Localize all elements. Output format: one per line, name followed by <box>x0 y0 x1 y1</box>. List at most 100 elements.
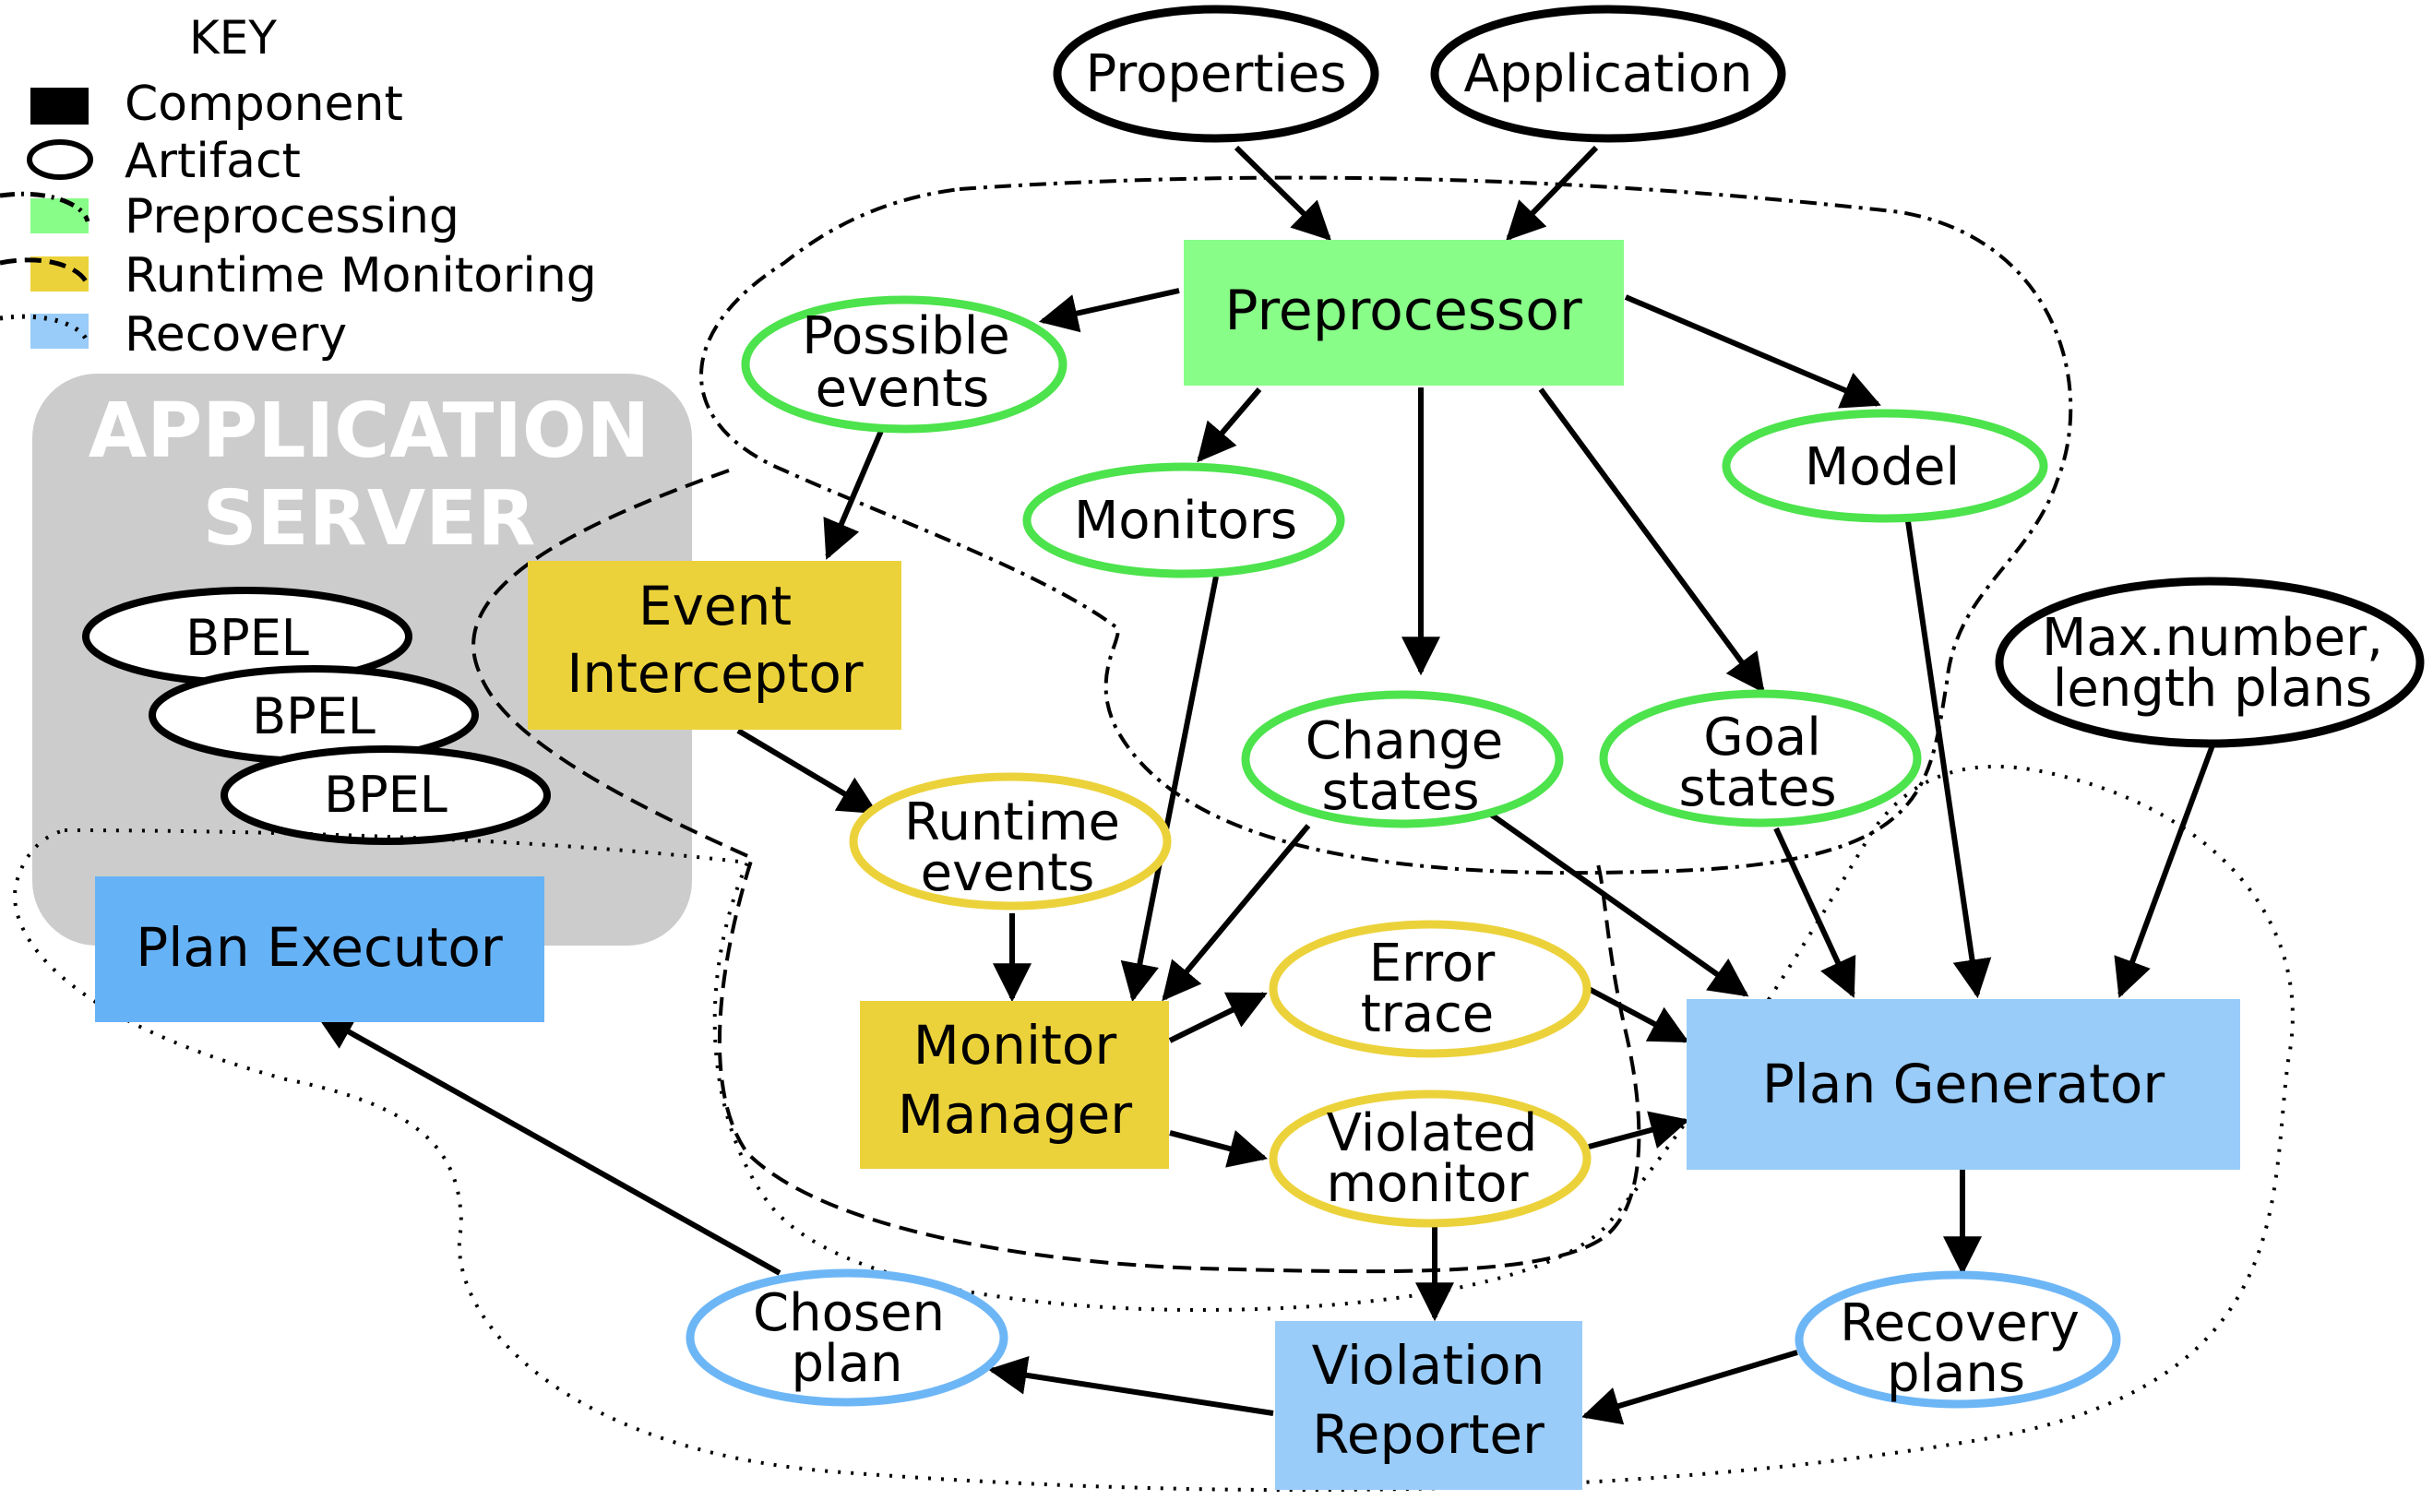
monitor-manager-box <box>860 1001 1169 1169</box>
legend: KEY Component Artifact Preprocessing Run… <box>0 11 597 363</box>
violated-monitor-label-1: Violated <box>1327 1103 1538 1163</box>
arrow-preprocessor-monitors <box>1197 387 1262 463</box>
recovery-plans-artifact: Recovery plans <box>1795 1270 2121 1409</box>
arrow-reporter-chosen-plan <box>987 1356 1274 1416</box>
application-label: Application <box>1464 44 1753 104</box>
goal-states-label-1: Goal <box>1703 708 1821 768</box>
error-trace-ellipse <box>1269 920 1592 1058</box>
arrow-possible-events-interceptor <box>823 429 884 560</box>
arrow-preprocessor-model <box>1624 294 1881 409</box>
properties-label: Properties <box>1085 44 1346 104</box>
arrow-interceptor-runtime-events <box>736 728 878 815</box>
arrow-monitor-manager-violated-monitor <box>1169 1130 1269 1168</box>
monitors-ellipse <box>1022 462 1345 578</box>
application-server-title-2: SERVER <box>203 475 536 563</box>
runtime-events-label-1: Runtime <box>904 792 1120 852</box>
runtime-events-ellipse <box>849 772 1172 911</box>
arrow-model-plan-generator <box>1905 520 1992 999</box>
violation-reporter-label-1: Violation <box>1312 1334 1545 1397</box>
violation-reporter-box <box>1275 1321 1582 1490</box>
arrows <box>315 145 2215 1425</box>
plan-generator-box <box>1687 999 2240 1170</box>
model-artifact: Model <box>1722 409 2048 523</box>
monitor-manager-label-1: Monitor <box>913 1014 1117 1077</box>
error-trace-label-1: Error <box>1369 934 1496 994</box>
chosen-plan-ellipse <box>686 1268 1008 1407</box>
arrow-change-states-plan-generator <box>1485 809 1749 997</box>
application-server: APPLICATION SERVER BPEL BPEL BPEL <box>32 374 692 946</box>
monitor-manager-label-2: Manager <box>898 1083 1132 1146</box>
event-interceptor-component: Event Interceptor <box>528 561 901 730</box>
change-states-label-2: states <box>1321 762 1479 822</box>
legend-runtime-label: Runtime Monitoring <box>125 248 597 304</box>
preprocessor-box <box>1184 240 1624 386</box>
legend-recovery-label: Recovery <box>125 307 347 363</box>
max-plans-ellipse <box>1995 577 2425 748</box>
bpel-label: BPEL <box>252 687 376 745</box>
error-trace-artifact: Error trace <box>1269 920 1592 1058</box>
violated-monitor-artifact: Violated monitor <box>1269 1089 1592 1228</box>
properties-ellipse <box>1053 5 1379 143</box>
preprocessing-region <box>699 175 2073 875</box>
event-interceptor-box <box>528 561 901 730</box>
arrow-recovery-plans-reporter <box>1580 1350 1798 1425</box>
plan-generator-component: Plan Generator <box>1687 999 2240 1170</box>
recovery-plans-label-2: plans <box>1887 1344 2025 1404</box>
legend-component-label: Component <box>125 77 403 132</box>
runtime-events-artifact: Runtime events <box>849 772 1172 911</box>
event-interceptor-label-1: Event <box>638 575 792 637</box>
max-plans-label-1: Max.number, <box>2042 608 2383 668</box>
arrow-monitor-manager-error-trace <box>1168 992 1268 1043</box>
legend-title: KEY <box>189 11 277 65</box>
arrow-goal-states-plan-generator <box>1773 827 1856 998</box>
violation-reporter-component: Violation Reporter <box>1275 1321 1582 1490</box>
arrow-application-preprocessor <box>1506 145 1599 242</box>
max-plans-label-2: length plans <box>2053 659 2372 719</box>
preprocessor-component: Preprocessor <box>1184 240 1624 386</box>
change-states-label-1: Change <box>1306 711 1503 771</box>
possible-events-ellipse <box>741 295 1067 434</box>
arrow-preprocessor-possible-events <box>1038 288 1180 333</box>
monitors-artifact: Monitors <box>1022 462 1345 578</box>
bpel-artifact <box>221 745 551 845</box>
preprocessor-label: Preprocessor <box>1224 279 1582 343</box>
application-ellipse <box>1430 5 1786 143</box>
plan-generator-label: Plan Generator <box>1762 1053 2165 1115</box>
model-label: Model <box>1805 437 1960 497</box>
arrow-monitors-monitor-manager <box>1120 576 1219 1003</box>
plan-executor-component: Plan Executor <box>95 876 544 1022</box>
arrow-change-states-monitor-manager <box>1162 824 1311 1002</box>
change-states-artifact: Change states <box>1241 690 1564 828</box>
arrow-chosen-plan-plan-executor <box>315 1012 781 1276</box>
recovery-region <box>13 764 2295 1493</box>
arrow-preprocessor-goal-states <box>1538 387 1765 694</box>
application-artifact: Application <box>1430 5 1786 143</box>
monitors-label: Monitors <box>1074 491 1297 551</box>
application-server-title-1: APPLICATION <box>89 387 650 475</box>
recovery-plans-ellipse <box>1795 1270 2121 1409</box>
legend-preprocessing-label: Preprocessing <box>125 189 459 244</box>
violation-reporter-label-2: Reporter <box>1312 1403 1544 1466</box>
event-interceptor-label-2: Interceptor <box>567 642 863 705</box>
legend-preprocessing-swatch <box>30 198 89 233</box>
possible-events-label-1: Possible <box>802 306 1010 366</box>
goal-states-artifact: Goal states <box>1599 689 1922 827</box>
plan-executor-box <box>95 876 544 1022</box>
possible-events-label-2: events <box>816 359 990 419</box>
chosen-plan-label-1: Chosen <box>753 1283 945 1343</box>
arrow-max-plans-plan-generator <box>2114 744 2215 998</box>
change-states-ellipse <box>1241 690 1564 828</box>
plan-executor-label: Plan Executor <box>136 916 503 979</box>
violated-monitor-ellipse <box>1269 1089 1592 1228</box>
chosen-plan-artifact: Chosen plan <box>686 1268 1008 1407</box>
bpel-label: BPEL <box>185 609 309 667</box>
legend-recovery-line <box>0 314 90 344</box>
chosen-plan-label-2: plan <box>792 1334 903 1394</box>
max-plans-artifact: Max.number, length plans <box>1995 577 2425 748</box>
model-ellipse <box>1722 409 2048 523</box>
legend-runtime-line <box>0 257 90 287</box>
arrow-violated-monitor-plan-generator <box>1588 1111 1690 1149</box>
error-trace-label-2: trace <box>1361 984 1495 1044</box>
legend-component-swatch <box>30 88 89 125</box>
